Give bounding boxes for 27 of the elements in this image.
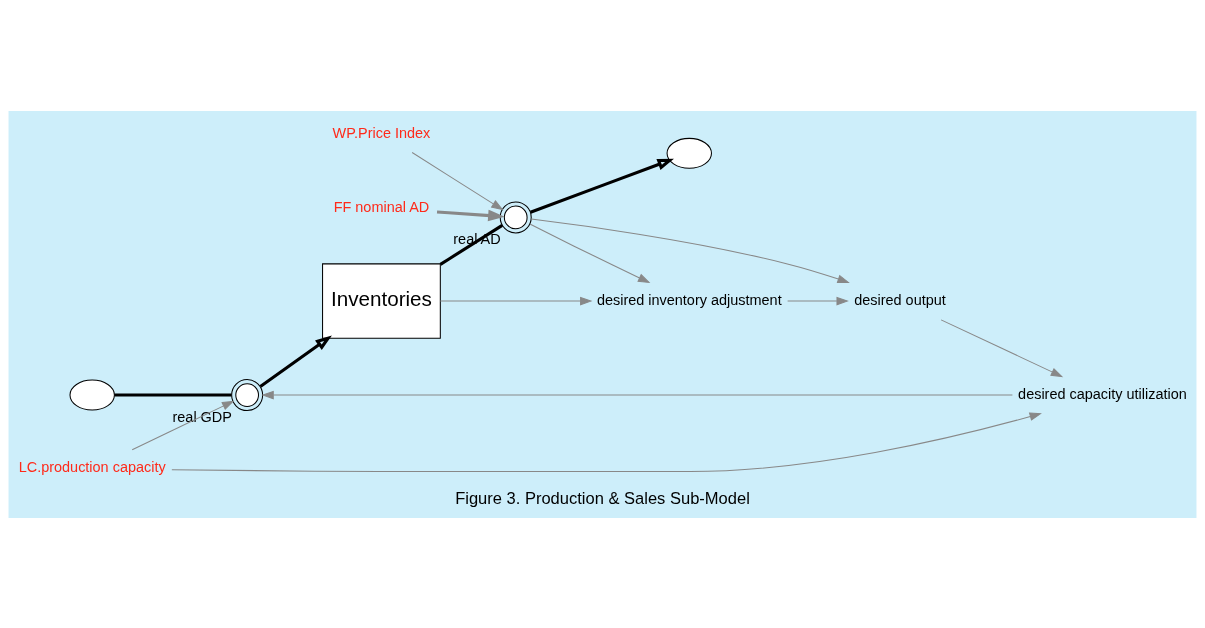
node-circle	[499, 200, 532, 233]
arrow	[259, 335, 332, 388]
node-cloud	[666, 137, 712, 169]
connector	[114, 393, 232, 397]
connector	[439, 223, 503, 266]
arrow	[529, 158, 674, 214]
arrow	[787, 296, 849, 305]
arrow	[131, 400, 235, 450]
arrow	[171, 411, 1042, 472]
arrow	[439, 296, 593, 305]
arrow	[940, 318, 1064, 377]
node-label: real GDP	[172, 408, 232, 425]
arrow	[529, 223, 651, 283]
caption: Figure 3. Production & Sales Sub-Model	[455, 488, 750, 508]
node-cloud	[69, 379, 115, 411]
arrow	[261, 390, 1013, 399]
node-text: desired output	[854, 291, 946, 308]
node-text: desired inventory adjustment	[596, 291, 782, 308]
node-box: Inventories	[322, 262, 441, 339]
node-text: LC.production capacity	[18, 458, 166, 475]
node-text: desired capacity utilization	[1018, 385, 1187, 402]
node-circle	[231, 378, 264, 411]
arrow	[530, 218, 850, 283]
arrow	[411, 151, 504, 210]
node-text: FF nominal AD	[333, 198, 430, 215]
node-text: WP.Price Index	[332, 124, 431, 141]
arrow	[436, 209, 505, 221]
